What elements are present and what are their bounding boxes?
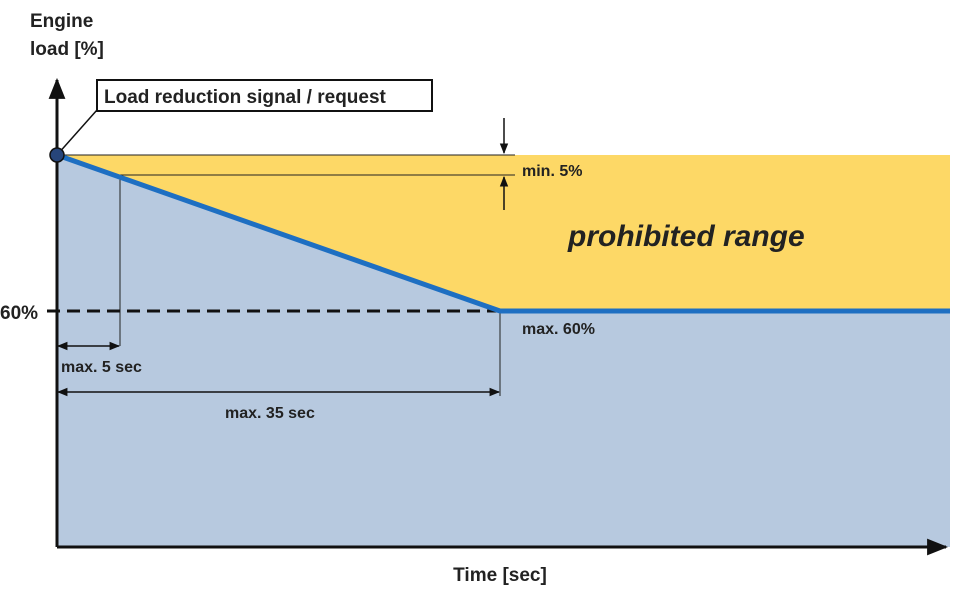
- prohibited-region: [57, 155, 950, 311]
- callout-text: Load reduction signal / request: [104, 87, 387, 108]
- x-axis-label: Time [sec]: [453, 565, 547, 586]
- tick-60-percent: 60%: [0, 303, 38, 324]
- y-axis-label-line2: load [%]: [30, 39, 104, 60]
- callout-box: [96, 79, 433, 112]
- max5sec-label: max. 5 sec: [61, 359, 142, 376]
- callout-leader: [56, 109, 98, 156]
- max60-label: max. 60%: [522, 321, 595, 338]
- min5-label: min. 5%: [522, 163, 582, 180]
- max35sec-label: max. 35 sec: [225, 405, 315, 422]
- prohibited-range-label: prohibited range: [567, 220, 805, 253]
- start-point-dot: [49, 147, 65, 163]
- load-line: [56, 152, 950, 314]
- y-axis-label-line1: Engine: [30, 11, 93, 32]
